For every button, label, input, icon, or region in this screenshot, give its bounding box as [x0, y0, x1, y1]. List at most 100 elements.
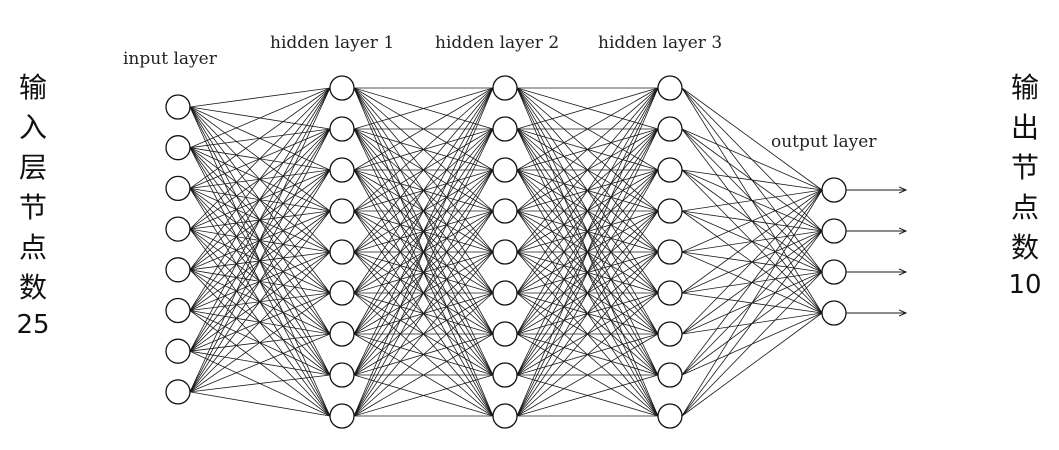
node-layer-1	[329, 239, 355, 265]
left-char: 入	[18, 111, 47, 144]
input-node-count-label: 输 入 层 节 点 数 25	[8, 68, 58, 342]
connection-line	[189, 87, 331, 271]
hidden-layer-1-title: hidden layer 1	[270, 33, 394, 53]
connection-line	[189, 87, 331, 149]
node-layer-0	[165, 216, 191, 242]
connection-line	[516, 210, 659, 417]
connection-line	[516, 333, 659, 417]
node-layer-1	[329, 362, 355, 388]
right-char: 出	[1010, 111, 1039, 144]
node-layer-3	[657, 403, 683, 429]
node-layer-1	[329, 75, 355, 101]
node-layer-3	[657, 321, 683, 347]
node-layer-1	[329, 198, 355, 224]
node-layer-2	[492, 198, 518, 224]
output-node-count: 10	[1008, 270, 1042, 300]
node-layer-2	[492, 239, 518, 265]
node-layer-1	[329, 157, 355, 183]
node-layer-1	[329, 280, 355, 306]
input-layer-title: input layer	[123, 49, 218, 69]
node-layer-0	[165, 94, 191, 120]
connection-line	[516, 87, 659, 130]
connection-line	[516, 87, 659, 171]
node-layer-0	[165, 257, 191, 283]
connection-line	[353, 87, 494, 171]
connection-line	[353, 87, 494, 130]
connection-line	[681, 189, 823, 335]
connection-line	[516, 87, 659, 294]
right-char: 数	[1010, 231, 1039, 264]
hidden-layer-2-title: hidden layer 2	[435, 33, 559, 53]
left-char: 层	[18, 151, 47, 184]
connection-line	[516, 169, 659, 417]
connection-line	[516, 87, 659, 212]
connection-line	[353, 251, 494, 417]
connection-line	[189, 87, 331, 108]
node-layer-2	[492, 75, 518, 101]
connection-line	[353, 374, 494, 417]
input-node-count: 25	[16, 310, 50, 340]
connection-line	[516, 87, 659, 417]
connection-line	[681, 312, 823, 417]
connection-line	[189, 87, 331, 311]
connection-line	[681, 189, 823, 212]
node-layer-0	[165, 297, 191, 324]
node-layer-1	[329, 321, 355, 347]
connection-line	[353, 87, 494, 335]
connection-line	[189, 251, 331, 393]
connection-line	[189, 210, 331, 393]
node-layer-3	[657, 239, 683, 265]
connection-line	[353, 87, 494, 294]
connection-line	[189, 333, 331, 393]
connection-line	[353, 87, 494, 376]
hidden-layer-3-title: hidden layer 3	[598, 33, 722, 53]
left-char: 数	[18, 271, 47, 304]
connection-line	[516, 87, 659, 335]
connection-line	[681, 271, 823, 417]
connection-line	[189, 374, 331, 393]
nodes	[165, 75, 847, 429]
connection-line	[189, 87, 331, 189]
output-arrows	[846, 190, 906, 313]
layer-titles: input layer hidden layer 1 hidden layer …	[123, 33, 877, 152]
right-char: 输	[1010, 71, 1039, 104]
node-layer-3	[657, 75, 683, 101]
right-char: 节	[1010, 151, 1039, 184]
connection-line	[353, 128, 494, 417]
connection-line	[189, 87, 331, 230]
node-layer-0	[165, 338, 191, 364]
connection-line	[353, 292, 494, 417]
connection-line	[516, 374, 659, 417]
left-char: 输	[18, 71, 47, 104]
node-layer-2	[492, 157, 518, 183]
node-layer-1	[329, 116, 355, 142]
node-layer-0	[165, 175, 191, 202]
connection-line	[189, 87, 331, 393]
right-char: 点	[1010, 191, 1039, 224]
connection-line	[189, 87, 331, 352]
node-layer-4	[821, 177, 847, 203]
connection-line	[353, 169, 494, 417]
connection-line	[516, 251, 659, 417]
node-layer-3	[657, 157, 683, 183]
node-layer-2	[492, 116, 518, 142]
node-layer-3	[657, 280, 683, 306]
node-layer-4	[821, 300, 847, 326]
connections	[189, 87, 823, 417]
connection-line	[189, 292, 331, 393]
node-layer-3	[657, 116, 683, 142]
connection-line	[189, 169, 331, 393]
connection-line	[681, 189, 823, 253]
connection-line	[516, 292, 659, 417]
node-layer-0	[165, 135, 191, 161]
connection-line	[516, 128, 659, 417]
node-layer-2	[492, 280, 518, 306]
node-layer-2	[492, 403, 518, 429]
output-layer-title: output layer	[771, 132, 877, 152]
node-layer-4	[821, 259, 847, 285]
connection-line	[516, 87, 659, 376]
left-char: 点	[18, 231, 47, 264]
connection-line	[189, 391, 331, 417]
connection-line	[516, 87, 659, 253]
